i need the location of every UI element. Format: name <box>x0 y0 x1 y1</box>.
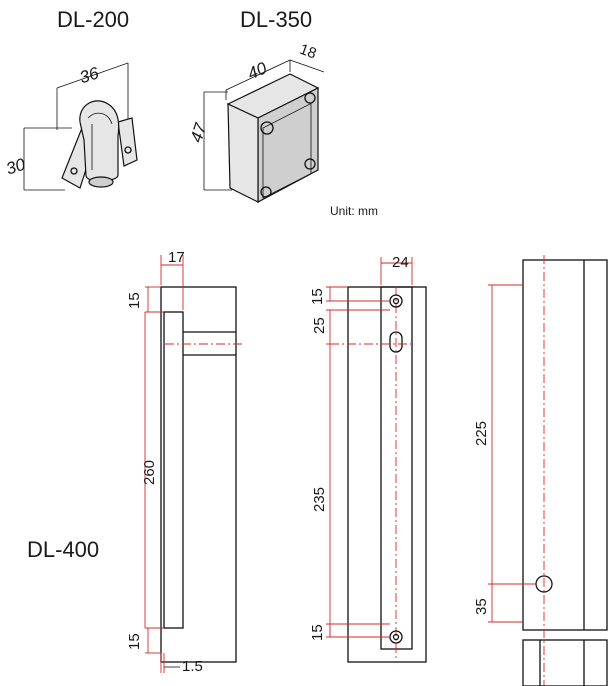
dl400-v2-bottom-hole-label: 15 <box>309 624 326 641</box>
dl200-width-label: 36 <box>77 63 101 87</box>
dl400-v3-span-label: 225 <box>473 421 490 446</box>
dl400-v1-length-label: 260 <box>141 460 158 485</box>
dl200-height-label: 30 <box>4 155 28 179</box>
title-dl400: DL-400 <box>27 537 99 562</box>
dl400-v2-span-label: 235 <box>311 487 328 512</box>
dl400-v2-top-hole-label: 15 <box>309 288 326 305</box>
dl400-v3-hole-label: 35 <box>473 598 490 615</box>
dl400-v1-plate-label: 1.5 <box>182 658 203 675</box>
title-dl200: DL-200 <box>57 7 129 32</box>
dl350-drawing <box>203 59 325 203</box>
dl400-side-view <box>144 255 245 673</box>
dl400-v2-slot-label: 25 <box>311 317 328 334</box>
dl400-rear-view <box>488 255 608 686</box>
dl200-drawing <box>23 62 138 191</box>
dl400-v1-top-gap-label: 15 <box>126 292 143 309</box>
title-dl350: DL-350 <box>240 7 312 32</box>
dl350-height-label: 47 <box>187 120 211 144</box>
dl400-v2-width-label: 24 <box>392 254 409 271</box>
dl400-v1-bottom-gap-label: 15 <box>126 633 143 650</box>
dl350-depth-label: 18 <box>297 41 318 63</box>
dl400-v1-width-label: 17 <box>168 249 185 266</box>
unit-label: Unit: mm <box>330 204 378 218</box>
dl400-front-view <box>326 257 427 663</box>
